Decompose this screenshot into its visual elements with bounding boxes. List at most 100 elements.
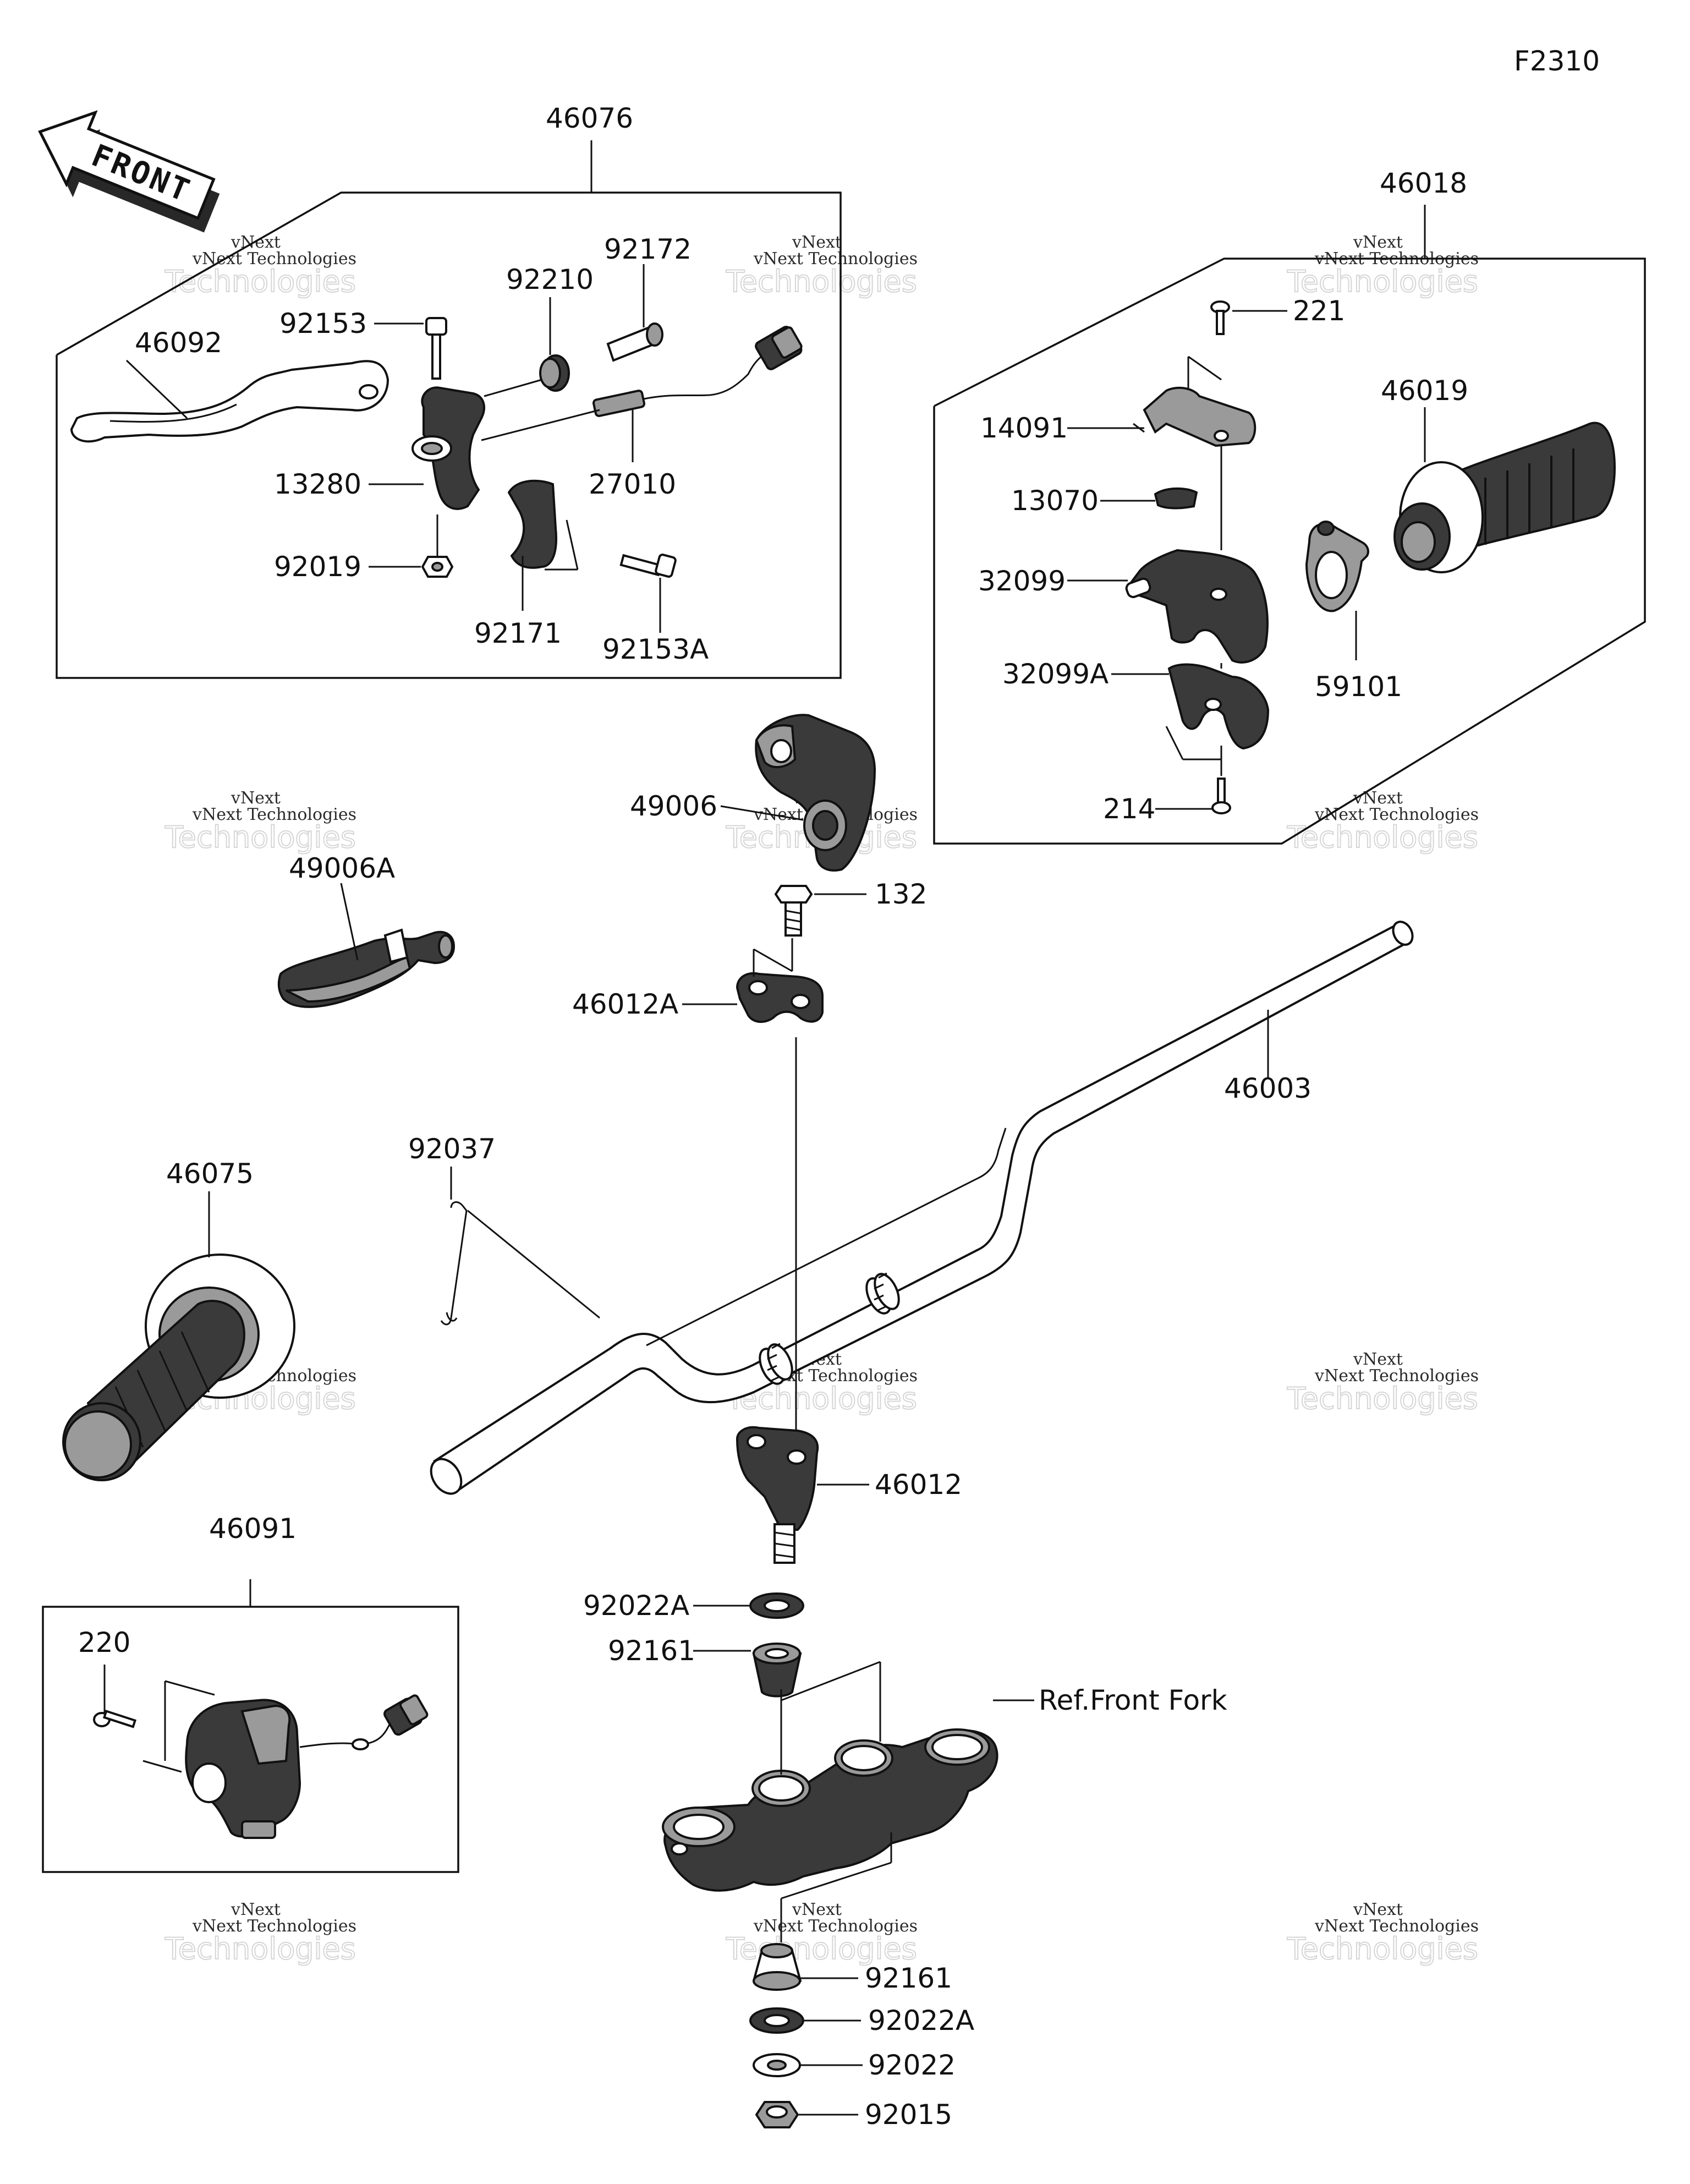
watermark: Technologies vNext vNext Technologies	[164, 1900, 356, 1967]
svg-text:vNext Technologies: vNext Technologies	[1314, 1917, 1479, 1936]
svg-text:vNext Technologies: vNext Technologies	[1314, 805, 1479, 824]
svg-text:Technologies: Technologies	[164, 1931, 356, 1966]
watermark: Technologies vNext vNext Technologies	[1286, 1350, 1479, 1416]
label-46075: 46075	[166, 1158, 254, 1190]
handlebar-holder-46012A	[736, 972, 824, 1023]
svg-text:vNext: vNext	[1353, 233, 1403, 252]
screw-214	[1211, 778, 1231, 814]
lever-holder-13280	[411, 386, 485, 510]
throttle-grip-46019	[1393, 422, 1616, 573]
label-13070: 13070	[1011, 485, 1099, 517]
clutch-switch-27010	[592, 326, 803, 417]
cable-guide-13070	[1154, 487, 1198, 510]
label-46012A: 46012A	[572, 988, 678, 1020]
steering-bracket	[662, 1728, 998, 1892]
label-92019: 92019	[274, 551, 361, 583]
svg-text:vNext Technologies: vNext Technologies	[753, 1917, 918, 1936]
label-92153: 92153	[279, 308, 367, 340]
watermark: Technologies vNext vNext Technologies	[725, 233, 918, 299]
watermark: Technologies vNext vNext Technologies	[164, 233, 356, 299]
svg-text:vNext: vNext	[792, 233, 842, 252]
throttle-housing-32099	[1125, 549, 1269, 664]
label-46092: 46092	[135, 327, 222, 359]
nut-92019	[421, 556, 454, 578]
bolt-92153A	[619, 554, 677, 578]
rubber-damper-92161	[752, 1643, 802, 1698]
label-46012: 46012	[875, 1469, 962, 1501]
ref-front-fork: Ref.Front Fork	[1039, 1684, 1227, 1716]
svg-text:Technologies: Technologies	[726, 264, 917, 299]
label-46019: 46019	[1381, 375, 1468, 407]
washer-92022A-lower	[749, 2007, 804, 2034]
svg-text:vNext Technologies: vNext Technologies	[192, 249, 356, 269]
group-46076: 46076 46092 92153 92210 92172	[56, 102, 842, 679]
label-92171: 92171	[474, 617, 562, 649]
bolt-92153	[425, 317, 447, 380]
screw-220	[93, 1710, 137, 1728]
svg-text:Technologies: Technologies	[726, 1931, 917, 1966]
svg-text:Technologies: Technologies	[1287, 1931, 1478, 1966]
watermark: Technologies vNext vNext Technologies	[1286, 789, 1479, 855]
throttle-tube-59101	[1305, 521, 1369, 612]
knurl-band	[759, 1343, 793, 1385]
svg-text:Technologies: Technologies	[1287, 264, 1478, 299]
svg-text:vNext: vNext	[231, 789, 281, 808]
label-49006: 49006	[630, 790, 717, 822]
group-46091: 46091 220	[42, 1513, 459, 1873]
label-27010: 27010	[589, 468, 676, 500]
label-92172: 92172	[604, 233, 692, 265]
washer-92022A	[749, 1592, 804, 1619]
label-132: 132	[875, 878, 927, 910]
svg-text:Technologies: Technologies	[1287, 820, 1478, 855]
label-214: 214	[1103, 793, 1155, 825]
label-32099A: 32099A	[1002, 658, 1109, 690]
label-92015: 92015	[865, 2099, 952, 2131]
knurl-band	[865, 1272, 900, 1315]
svg-text:Technologies: Technologies	[1287, 1381, 1478, 1416]
watermark: Technologies vNext vNext Technologies	[164, 789, 356, 855]
label-46076: 46076	[546, 102, 633, 134]
left-grip-46075	[62, 1254, 295, 1481]
lever-guard-49006A	[277, 928, 456, 1008]
label-59101: 59101	[1315, 671, 1402, 703]
svg-text:Technologies: Technologies	[164, 264, 356, 299]
throttle-housing-32099A	[1167, 663, 1270, 750]
svg-text:vNext: vNext	[1353, 789, 1403, 808]
label-49006A: 49006A	[289, 852, 395, 884]
adjuster-wheel-92210	[539, 354, 570, 392]
adjuster-92172	[606, 322, 663, 362]
label-221: 221	[1293, 295, 1345, 327]
clip-92037	[440, 1201, 468, 1326]
watermark: Technologies vNext vNext Technologies	[725, 1900, 918, 1967]
label-46003: 46003	[1224, 1072, 1312, 1104]
watermark: Technologies vNext vNext Technologies	[1286, 233, 1479, 299]
svg-text:vNext: vNext	[231, 1900, 281, 1919]
label-32099: 32099	[978, 565, 1066, 597]
svg-text:vNext Technologies: vNext Technologies	[753, 249, 918, 269]
group-46018: 46018 221 14091 13070 32099	[933, 167, 1646, 845]
label-92022: 92022	[868, 2049, 956, 2081]
label-220: 220	[78, 1627, 130, 1658]
svg-text:vNext: vNext	[792, 1900, 842, 1919]
svg-text:vNext Technologies: vNext Technologies	[1314, 1366, 1479, 1386]
switch-wire-connector	[299, 1694, 429, 1750]
screw-221	[1210, 300, 1230, 335]
label-92022A-bottom: 92022A	[868, 2005, 974, 2037]
svg-text:vNext Technologies: vNext Technologies	[192, 805, 356, 824]
label-46018: 46018	[1380, 167, 1467, 199]
handlebar-46003	[430, 921, 1414, 1495]
label-14091: 14091	[980, 412, 1068, 444]
figure-code: F2310	[1514, 45, 1600, 77]
cover-14091	[1133, 386, 1256, 447]
mount-49006	[755, 714, 876, 872]
label-92210: 92210	[506, 264, 594, 295]
nut-92015	[755, 2101, 799, 2128]
label-92153A: 92153A	[602, 633, 709, 665]
bolt-132	[774, 885, 813, 937]
label-92161-top: 92161	[608, 1635, 695, 1667]
svg-text:vNext: vNext	[1353, 1900, 1403, 1919]
clamp-92171	[507, 479, 557, 569]
front-arrow-icon: FRONT	[38, 110, 220, 233]
svg-text:Technologies: Technologies	[164, 820, 356, 855]
